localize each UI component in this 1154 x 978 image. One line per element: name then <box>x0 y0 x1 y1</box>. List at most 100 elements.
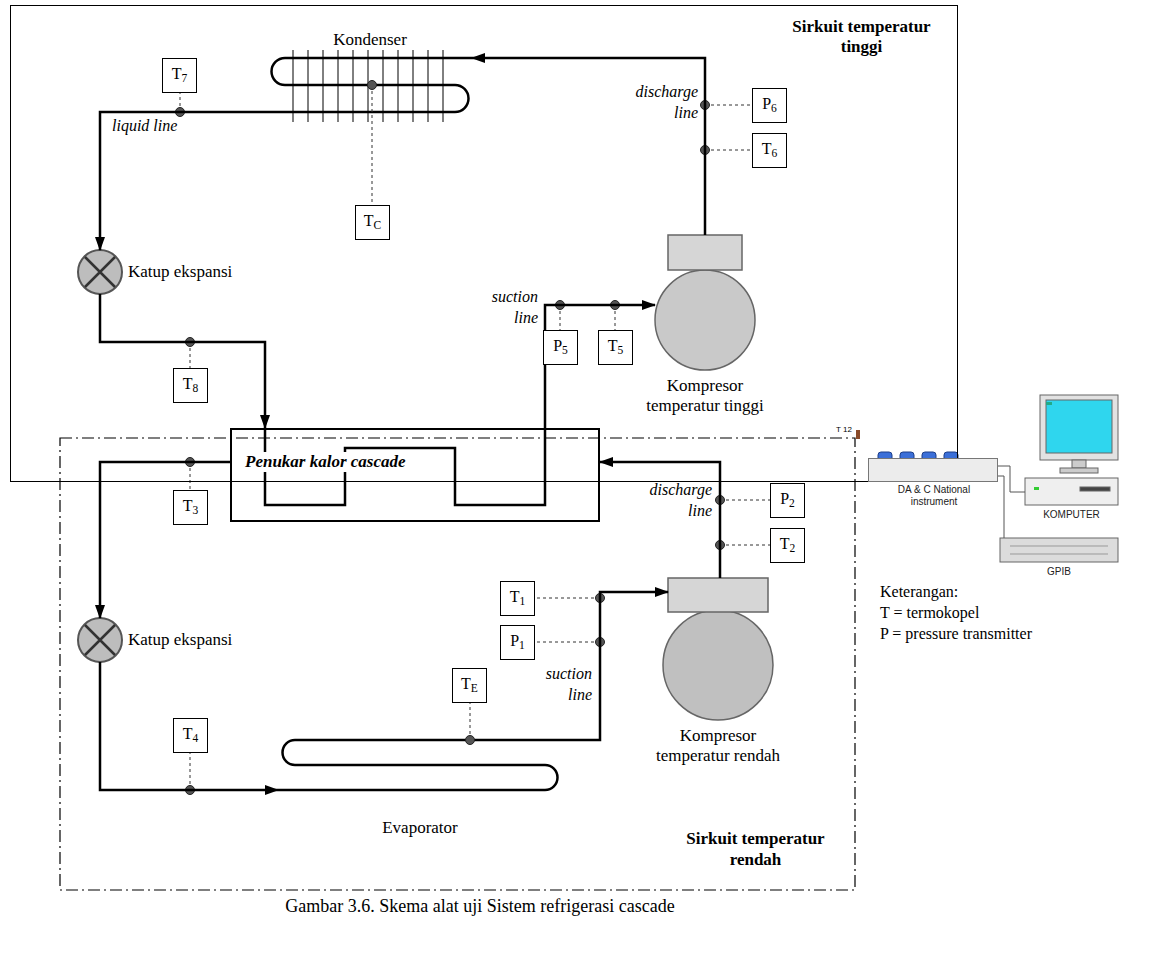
computer-symbol <box>1025 395 1118 505</box>
sensor-tag-label: T 12 <box>836 426 852 434</box>
sensor-label: T2 <box>780 534 796 556</box>
component-label: DA & C National instrument <box>884 484 984 507</box>
refrigerant-line <box>545 305 655 428</box>
refrigerant-line <box>600 462 720 578</box>
sensor-box: P2 <box>770 483 805 518</box>
heat-exchanger: Penukar kalor cascade <box>230 428 600 522</box>
sensor-label: T5 <box>608 336 624 358</box>
refrigerant-line <box>100 462 230 618</box>
sensor-box: T5 <box>598 330 633 365</box>
sensor-label: TE <box>461 674 478 696</box>
sensor-tag <box>856 430 860 439</box>
compressor: Kompresor temperatur rendah <box>668 578 768 720</box>
figure-caption: Gambar 3.6. Skema alat uji Sistem refrig… <box>60 896 900 917</box>
subscript: 5 <box>562 345 568 357</box>
component-label: Sirkuit temperatur tinggi <box>779 17 944 58</box>
compressor: Kompresor temperatur tinggi <box>655 235 755 370</box>
component-label: Sirkuit temperatur rendah <box>668 829 843 870</box>
sensor-point <box>176 81 725 795</box>
subscript: 6 <box>772 148 778 160</box>
line-label: discharge line <box>640 480 712 522</box>
expansion-valve: Katup ekspansi <box>76 618 250 662</box>
subscript: 8 <box>193 383 199 395</box>
sensor-box: T6 <box>752 133 787 168</box>
sensor-point <box>368 81 377 90</box>
subscript: 6 <box>771 103 777 115</box>
signal-wire <box>998 476 1004 538</box>
line-label: suction line <box>466 287 538 329</box>
sensor-box: TE <box>452 668 487 703</box>
daq-box: DA & C National instrument <box>868 458 998 482</box>
gpib-symbol <box>1010 546 1108 554</box>
component-label: Kompresor temperatur tinggi <box>638 376 773 417</box>
sensor-box: T2 <box>770 528 805 563</box>
component-label: Katup ekspansi <box>128 630 232 650</box>
circuit-region: Sirkuit temperatur tinggi Kondenser T7TC P6… <box>10 5 958 482</box>
computer-symbol <box>1080 487 1110 491</box>
sensor-label: T7 <box>172 64 188 86</box>
component-label: Kompresor temperatur rendah <box>651 726 786 767</box>
computer-symbol <box>1046 400 1112 453</box>
sensor-label: P2 <box>780 489 795 511</box>
component-label: GPIB <box>1000 566 1118 578</box>
subscript: 2 <box>790 543 796 555</box>
compressor-symbol <box>663 610 773 720</box>
refrigerant-line <box>100 294 265 428</box>
computer-symbol <box>1034 487 1039 490</box>
subscript: 7 <box>182 73 188 85</box>
compressor-symbol <box>668 578 768 612</box>
refrigerant-line <box>100 112 268 250</box>
sensor-box: T4 <box>173 718 208 753</box>
sensor-label: P1 <box>510 631 525 653</box>
sensor-label: T1 <box>510 587 526 609</box>
compressor-symbol <box>655 270 755 370</box>
leader-line <box>180 85 770 790</box>
evaporator-coil <box>278 740 562 790</box>
subscript: C <box>374 220 382 232</box>
sensor-label: T4 <box>183 724 199 746</box>
computer-symbol <box>1072 460 1086 468</box>
refrigerant-line <box>472 58 705 235</box>
subscript: 4 <box>193 733 199 745</box>
sensor-label: T8 <box>183 374 199 396</box>
leader-line <box>180 85 770 790</box>
component-label: Penukar kalor cascade <box>242 452 409 472</box>
circuit-region: Sirkuit temperatur rendah T3 P2T2Katup eks… <box>60 438 855 890</box>
sensor-box: T7 <box>162 58 197 93</box>
component-label: Evaporator <box>278 818 562 838</box>
component-label: KOMPUTER <box>1025 509 1118 521</box>
sensor-label: P5 <box>553 336 568 358</box>
refrigerant-line <box>100 662 278 790</box>
computer-symbol <box>1040 395 1118 460</box>
signal-wire <box>998 466 1025 492</box>
computer: KOMPUTER <box>1025 395 1118 505</box>
subscript: 3 <box>193 505 199 517</box>
component-label: Katup ekspansi <box>128 262 232 282</box>
subscript: 1 <box>519 640 525 652</box>
sensor-box: TC <box>355 205 390 240</box>
legend-note: P = pressure transmitter <box>880 624 1140 645</box>
sensor-label: P6 <box>762 94 777 116</box>
condenser-coil <box>268 58 472 112</box>
subscript: 5 <box>618 345 624 357</box>
sensor-label: T6 <box>762 139 778 161</box>
condenser: Kondenser <box>268 30 472 128</box>
gpib-unit: GPIB <box>1000 538 1118 562</box>
sensor-box: T8 <box>173 368 208 403</box>
sensor-box: T3 <box>173 490 208 525</box>
sensor-point <box>466 736 475 745</box>
computer-symbol <box>1025 478 1118 505</box>
line-label: suction line <box>520 664 592 706</box>
line-label: discharge line <box>626 82 698 124</box>
sensor-label: TC <box>364 211 381 233</box>
evaporator-coil <box>278 740 562 790</box>
expansion-valve: Katup ekspansi <box>76 250 250 294</box>
gpib-symbol <box>1000 538 1118 562</box>
subscript: E <box>471 683 478 695</box>
computer-symbol <box>1060 468 1098 473</box>
sensor-box: T1 <box>500 581 535 616</box>
evaporator: Evaporator <box>278 735 562 840</box>
sensor-tag <box>856 430 860 439</box>
